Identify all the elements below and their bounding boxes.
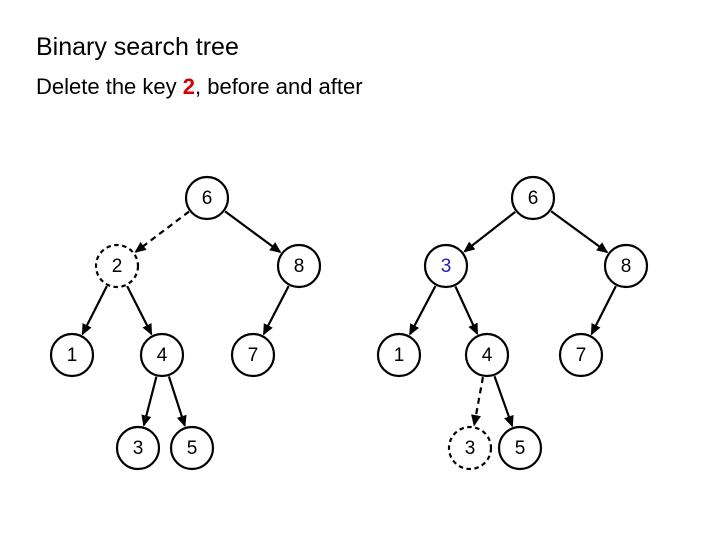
- node-label: 8: [621, 256, 632, 277]
- node-label: 3: [133, 438, 144, 459]
- tree-node-after-3-R3old[interactable]: 3: [447, 425, 493, 471]
- node-label: 8: [294, 256, 305, 277]
- node-label: 5: [187, 438, 198, 459]
- node-label: 6: [528, 188, 539, 209]
- node-circle: [276, 243, 322, 289]
- subtitle-suffix: , before and after: [195, 74, 363, 99]
- node-circle: [423, 243, 469, 289]
- node-label: 4: [157, 345, 168, 366]
- node-circle: [510, 175, 556, 221]
- node-label: 7: [576, 345, 587, 366]
- node-label: 1: [67, 345, 78, 366]
- tree-node-after-6-R6[interactable]: 6: [510, 175, 556, 221]
- tree-node-before-1-L1[interactable]: 1: [49, 332, 95, 378]
- tree-node-after-4-R4[interactable]: 4: [464, 332, 510, 378]
- tree-node-before-7-L7[interactable]: 7: [230, 332, 276, 378]
- page-title: Binary search tree: [36, 33, 239, 61]
- node-label: 5: [515, 438, 526, 459]
- node-circle: [169, 425, 215, 471]
- tree-edge-R4-to-R5: [493, 375, 514, 428]
- tree-node-before-2-L2[interactable]: 2: [94, 243, 140, 289]
- tree-edge-L2-to-L1: [81, 285, 108, 336]
- tree-edge-L6-to-L2: [134, 210, 190, 253]
- tree-edge-L2-to-L4: [126, 285, 153, 336]
- subtitle-prefix: Delete the key: [36, 74, 183, 99]
- edges-layer: [81, 210, 617, 428]
- node-circle: [447, 425, 493, 471]
- tree-edge-R6-to-R3: [463, 210, 516, 253]
- node-circle: [464, 332, 510, 378]
- node-circle: [230, 332, 276, 378]
- node-circle: [558, 332, 604, 378]
- node-label: 7: [248, 345, 259, 366]
- tree-edge-R3-to-R1: [409, 285, 437, 336]
- node-circle: [49, 332, 95, 378]
- node-label: 3: [465, 438, 476, 459]
- node-circle: [139, 332, 185, 378]
- tree-node-after-8-R8[interactable]: 8: [603, 243, 649, 289]
- page-subtitle: Delete the key 2, before and after: [36, 74, 363, 100]
- node-circle: [184, 175, 230, 221]
- tree-node-before-5-L5[interactable]: 5: [169, 425, 215, 471]
- tree-edge-L4-to-L5: [167, 376, 187, 428]
- node-circle: [376, 332, 422, 378]
- tree-node-before-4-L4[interactable]: 4: [139, 332, 185, 378]
- node-circle: [94, 243, 140, 289]
- node-label: 2: [112, 256, 123, 277]
- tree-node-before-3-L3[interactable]: 3: [115, 425, 161, 471]
- tree-node-before-8-L8[interactable]: 8: [276, 243, 322, 289]
- node-label: 6: [202, 188, 213, 209]
- tree-edge-L8-to-L7: [262, 285, 290, 336]
- tree-edge-R4-to-R3old: [471, 376, 485, 427]
- tree-edge-R8-to-R7: [590, 285, 617, 336]
- node-circle: [603, 243, 649, 289]
- tree-node-after-3-R3[interactable]: 3: [423, 243, 469, 289]
- tree-node-before-6-L6[interactable]: 6: [184, 175, 230, 221]
- tree-node-after-5-R5[interactable]: 5: [497, 425, 543, 471]
- node-label: 4: [482, 345, 493, 366]
- tree-node-after-7-R7[interactable]: 7: [558, 332, 604, 378]
- subtitle-key-value: 2: [182, 74, 195, 99]
- node-circle: [115, 425, 161, 471]
- tree-node-after-1-R1[interactable]: 1: [376, 332, 422, 378]
- node-circle: [497, 425, 543, 471]
- tree-edge-L6-to-L8: [224, 210, 282, 253]
- node-label: 3: [441, 256, 452, 277]
- node-label: 1: [394, 345, 405, 366]
- tree-edge-R3-to-R4: [454, 285, 479, 336]
- tree-edge-L4-to-L3: [141, 376, 158, 427]
- tree-edge-R6-to-R8: [550, 210, 609, 254]
